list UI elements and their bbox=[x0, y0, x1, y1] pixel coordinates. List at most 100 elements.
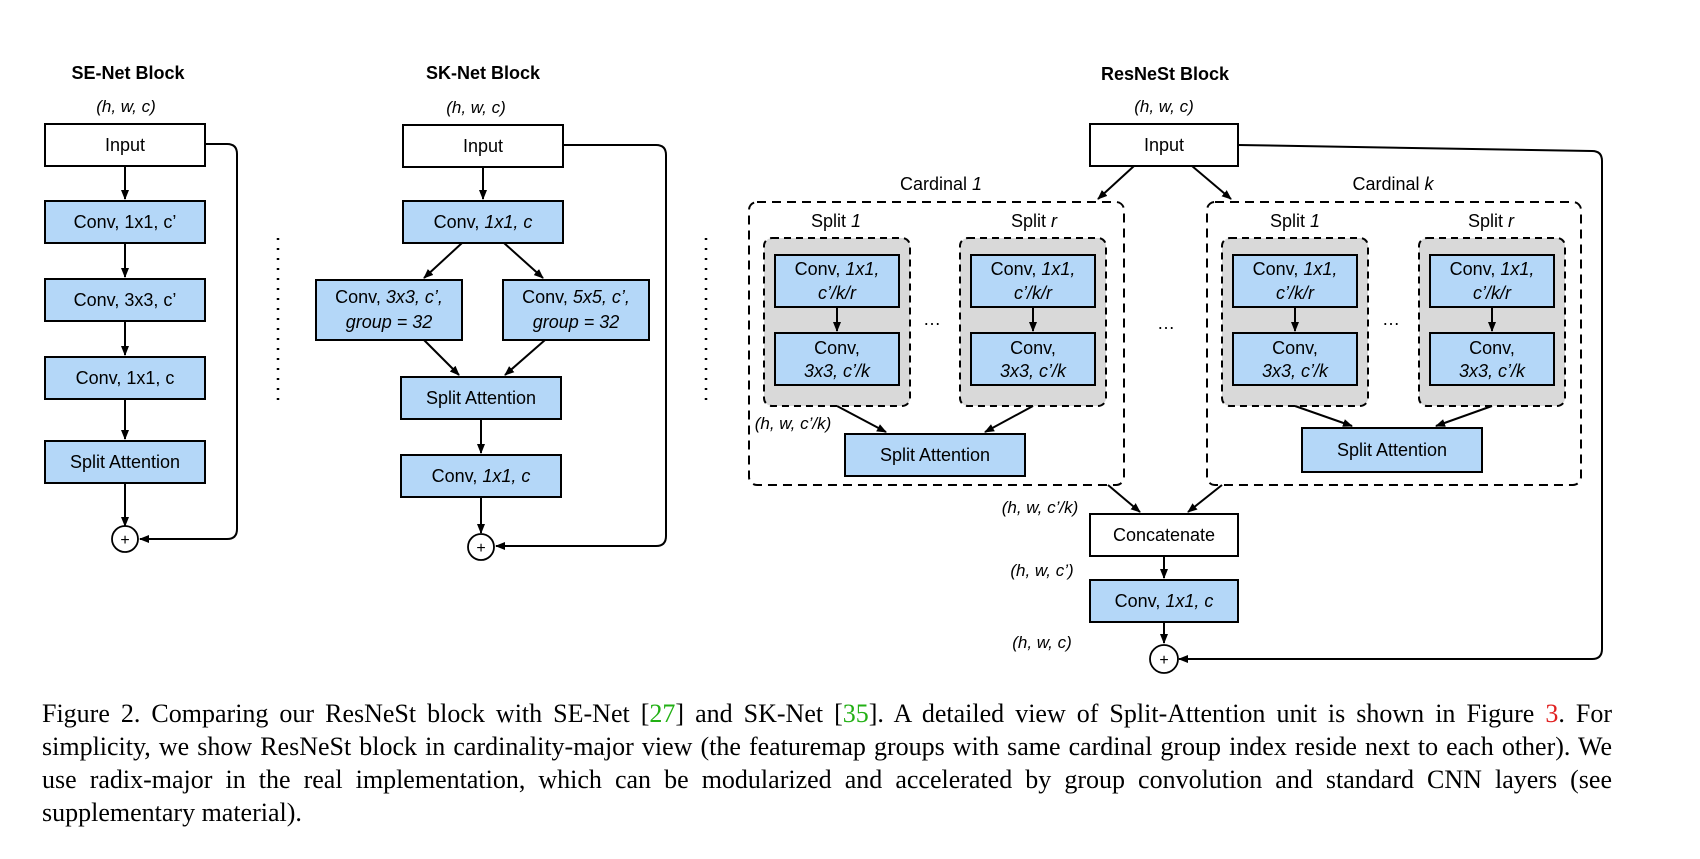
sk-net-split-attention-label: Split Attention bbox=[426, 388, 536, 408]
sk-net-branch-3x3-label-1: Conv, 3x3, c’, bbox=[335, 287, 443, 307]
split-r-conv-3x3-label-1: Conv, bbox=[1469, 338, 1515, 358]
split-1-conv-1x1-label-1: Conv, 1x1, bbox=[795, 259, 880, 279]
split-r-conv-3x3-box bbox=[970, 332, 1096, 386]
resnest-skip-connection bbox=[1178, 144, 1603, 663]
sk-net-arrow bbox=[504, 339, 546, 376]
sk-net-branch-5x5-label-1: Conv, 5x5, c’, bbox=[522, 287, 630, 307]
concatenate-box bbox=[1089, 513, 1239, 557]
cardinal-1-label: Cardinal 1 bbox=[900, 174, 982, 194]
sk-net-arrow bbox=[503, 242, 544, 279]
se-net-title: SE-Net Block bbox=[71, 63, 185, 83]
split-output-dim: (h, w, c’/k) bbox=[755, 414, 832, 433]
cardinal-k-label: Cardinal k bbox=[1352, 174, 1434, 194]
resnest-add-icon bbox=[1149, 644, 1179, 674]
split-1-label: Split 1 bbox=[811, 211, 861, 231]
resnest-add-symbol: + bbox=[1159, 652, 1168, 669]
sk-net-title: SK-Net Block bbox=[426, 63, 541, 83]
cardinal-group-k: Cardinal k Split 1 Conv, 1x1, c’/k/r Con… bbox=[1206, 174, 1582, 486]
split-1-conv-3x3-label-2: 3x3, c’/k bbox=[804, 361, 871, 381]
resnest-title: ResNeSt Block bbox=[1101, 64, 1230, 84]
split-r-conv-1x1-label-2: c’/k/r bbox=[1014, 283, 1053, 303]
se-net-conv1-box bbox=[44, 200, 206, 244]
split-arrow bbox=[1435, 405, 1493, 427]
se-net-add-symbol: + bbox=[120, 532, 129, 549]
sk-net-conv-in-label: Conv, 1x1, c bbox=[434, 212, 533, 232]
splits-ellipsis: … bbox=[1382, 309, 1400, 329]
split-r-conv-3x3-box bbox=[1429, 332, 1555, 386]
se-net-input-label: Input bbox=[105, 135, 145, 155]
split-1-conv-3x3-label-2: 3x3, c’/k bbox=[1262, 361, 1329, 381]
sk-net-branch-5x5-box bbox=[502, 279, 650, 341]
concat-output-dim: (h, w, c’) bbox=[1010, 561, 1073, 580]
se-net-skip-connection bbox=[139, 143, 238, 543]
split-arrow bbox=[836, 405, 887, 433]
sk-net-block: SK-Net Block (h, w, c) Input Conv, 1x1, … bbox=[315, 63, 667, 561]
resnest-arrow bbox=[1107, 484, 1141, 513]
se-net-block: SE-Net Block (h, w, c) Input Conv, 1x1, … bbox=[44, 63, 238, 553]
resnest-arrow bbox=[1187, 484, 1223, 513]
split-r-conv-1x1-box bbox=[1429, 254, 1555, 308]
se-net-split-attention-label: Split Attention bbox=[70, 452, 180, 472]
split-r-label: Split r bbox=[1468, 211, 1515, 231]
split-1-conv-3x3-box bbox=[774, 332, 900, 386]
architecture-diagram: SE-Net Block (h, w, c) Input Conv, 1x1, … bbox=[44, 63, 1603, 674]
split-1-conv-1x1-label-1: Conv, 1x1, bbox=[1253, 259, 1338, 279]
split-r-conv-1x1-label-1: Conv, 1x1, bbox=[991, 259, 1076, 279]
resnest-output-dim: (h, w, c) bbox=[1012, 633, 1072, 652]
cardinal-k-split-attention-label: Split Attention bbox=[1337, 440, 1447, 460]
sk-net-conv-out-box bbox=[400, 454, 562, 498]
figure-reference-link[interactable]: 3 bbox=[1545, 699, 1559, 728]
sk-net-add-symbol: + bbox=[476, 540, 485, 557]
concatenate-label: Concatenate bbox=[1113, 525, 1215, 545]
citation-link[interactable]: 35 bbox=[842, 699, 869, 728]
split-1-conv-3x3-label-1: Conv, bbox=[1272, 338, 1318, 358]
splits-ellipsis: … bbox=[923, 309, 941, 329]
se-net-conv2-label: Conv, 3x3, c’ bbox=[74, 290, 177, 310]
se-net-conv3-box bbox=[44, 356, 206, 400]
resnest-input-label: Input bbox=[1144, 135, 1184, 155]
split-r-label: Split r bbox=[1011, 211, 1058, 231]
cardinal-ellipsis: … bbox=[1157, 313, 1175, 333]
split-arrow bbox=[984, 405, 1034, 433]
split-1-conv-1x1-label-2: c’/k/r bbox=[1276, 283, 1315, 303]
split-1-label: Split 1 bbox=[1270, 211, 1320, 231]
split-r-conv-3x3-label-2: 3x3, c’/k bbox=[1000, 361, 1067, 381]
resnest-conv-out-label: Conv, 1x1, c bbox=[1115, 591, 1214, 611]
se-net-input-box bbox=[44, 123, 206, 167]
split-r-conv-3x3-label-2: 3x3, c’/k bbox=[1459, 361, 1526, 381]
resnest-block: ResNeSt Block (h, w, c) Input Cardinal 1… bbox=[748, 64, 1603, 674]
sk-net-arrow bbox=[423, 242, 463, 279]
concat-input-dim: (h, w, c’/k) bbox=[1002, 498, 1079, 517]
split-1-conv-3x3-label-1: Conv, bbox=[814, 338, 860, 358]
split-1-conv-1x1-box bbox=[1232, 254, 1358, 308]
se-net-add-icon bbox=[111, 525, 139, 553]
se-net-conv1-label: Conv, 1x1, c’ bbox=[74, 212, 177, 232]
sk-net-branch-5x5-label-2: group = 32 bbox=[533, 312, 620, 332]
split-1-conv-3x3-box bbox=[1232, 332, 1358, 386]
citation-link[interactable]: 27 bbox=[649, 699, 676, 728]
resnest-input-dim: (h, w, c) bbox=[1134, 97, 1194, 116]
cardinal-k-frame bbox=[1206, 201, 1582, 486]
sk-net-input-dim: (h, w, c) bbox=[446, 98, 506, 117]
cardinal-1-split-attention-box bbox=[844, 433, 1026, 477]
split-r-conv-1x1-box bbox=[970, 254, 1096, 308]
split-r-conv-1x1-label-2: c’/k/r bbox=[1473, 283, 1512, 303]
split-1-conv-1x1-box bbox=[774, 254, 900, 308]
sk-net-skip-connection bbox=[495, 144, 667, 550]
sk-net-branch-3x3-box bbox=[315, 279, 463, 341]
split-1-conv-1x1-label-2: c’/k/r bbox=[818, 283, 857, 303]
cardinal-k-split-attention-box bbox=[1301, 427, 1483, 473]
resnest-input-box bbox=[1089, 123, 1239, 167]
sk-net-add-icon bbox=[467, 533, 495, 561]
se-net-input-dim: (h, w, c) bbox=[96, 97, 156, 116]
sk-net-conv-out-label: Conv, 1x1, c bbox=[432, 466, 531, 486]
sk-net-arrow bbox=[423, 339, 460, 376]
split-r-conv-3x3-label-1: Conv, bbox=[1010, 338, 1056, 358]
sk-net-conv-in-box bbox=[402, 200, 564, 244]
sk-net-input-label: Input bbox=[463, 136, 503, 156]
resnest-arrow bbox=[1191, 165, 1232, 200]
split-r-conv-1x1-label-1: Conv, 1x1, bbox=[1450, 259, 1535, 279]
se-net-conv3-label: Conv, 1x1, c bbox=[76, 368, 175, 388]
sk-net-branch-3x3-label-2: group = 32 bbox=[346, 312, 433, 332]
cardinal-1-frame bbox=[748, 201, 1125, 486]
